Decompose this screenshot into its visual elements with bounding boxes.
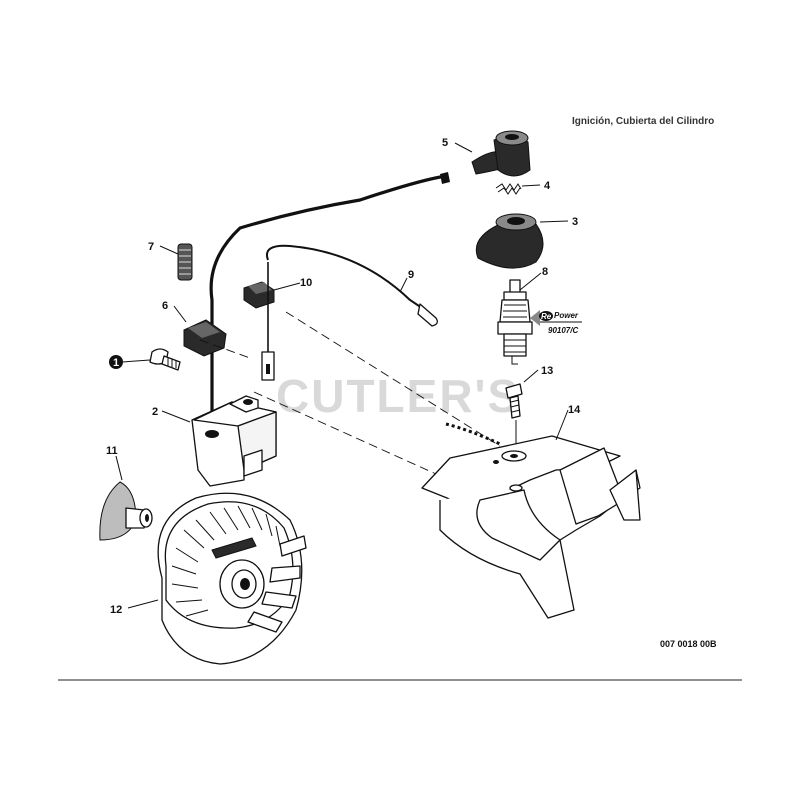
callout-11: 11 xyxy=(106,445,118,457)
watermark: CUTLER'S xyxy=(276,370,520,422)
part-6-lead-grommet xyxy=(183,319,227,357)
part-1-screw xyxy=(149,348,181,371)
part-5-spark-plug-boot xyxy=(471,130,531,177)
part-13-screw xyxy=(505,383,523,444)
assembly-line xyxy=(285,311,501,447)
callout-14: 14 xyxy=(568,404,581,416)
callout-5: 5 xyxy=(442,137,448,149)
brand-name: Power xyxy=(554,311,579,320)
drawing-reference: 007 0018 00B xyxy=(660,639,717,649)
callout-12: 12 xyxy=(110,604,122,616)
callout-2: 2 xyxy=(152,406,158,418)
callout-4: 4 xyxy=(544,180,551,192)
assembly-line xyxy=(199,339,251,359)
part-8-spark-plug xyxy=(497,279,533,365)
callout-6: 6 xyxy=(162,300,168,312)
callout-1-circle: 1 xyxy=(109,355,123,369)
part-10-wire-grommet xyxy=(243,281,275,309)
callout-3: 3 xyxy=(572,216,578,228)
part-4-spring xyxy=(495,183,522,195)
callout-1: 1 xyxy=(113,357,119,369)
assembly-line xyxy=(253,391,437,475)
part-2-ignition-module xyxy=(191,395,277,487)
part-14-bracket xyxy=(421,435,641,619)
part-9-ground-wire xyxy=(266,244,438,327)
callout-7: 7 xyxy=(148,241,154,253)
wire-terminal xyxy=(261,351,275,381)
part-11-hub xyxy=(99,481,153,541)
repower-logo: Re Power 90107/C xyxy=(530,310,582,335)
ht-lead xyxy=(209,174,447,430)
part-12-flywheel xyxy=(157,492,307,665)
callout-13: 13 xyxy=(541,365,553,377)
part-7-spring xyxy=(177,243,193,281)
callout-8: 8 xyxy=(542,266,548,278)
part-3-grommet xyxy=(475,213,544,269)
callout-9: 9 xyxy=(408,269,414,281)
callout-10: 10 xyxy=(300,277,312,289)
section-title: Ignición, Cubierta del Cilindro xyxy=(572,116,714,127)
brand-badge: Re xyxy=(541,312,552,321)
brand-code: 90107/C xyxy=(548,326,578,335)
